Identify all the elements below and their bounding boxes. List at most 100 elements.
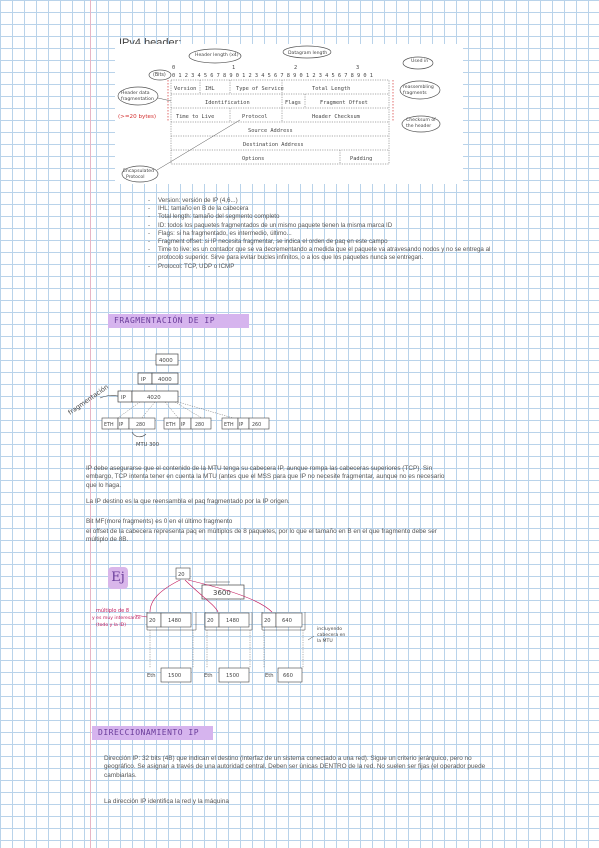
ex-frag2-size: 660 [283, 673, 293, 679]
example-label: Ej [108, 567, 128, 589]
datagram-length-ellipse [282, 45, 332, 59]
note-item: Protocol: TCP, UDP o ICMP [148, 263, 493, 271]
frame2-value-box [248, 417, 270, 430]
ex-frag1-a: 20 [207, 618, 214, 624]
note-item: ID: todos los paquetes fragmentados de u… [148, 222, 493, 230]
header-field-notes: Version: versión de IP (4,6...) IHL: tam… [148, 197, 493, 271]
row0-total-length: Total Length [312, 86, 350, 92]
section-fragmentacion: FRAGMENTACIÓN DE IP [108, 314, 249, 328]
hdr-length-label: Header length (x4) [195, 52, 239, 58]
ex-top-ip: 20 [178, 572, 185, 578]
para-dir-2: La dirección IP identifica la red y la m… [104, 798, 229, 805]
right-note-3: fragments [403, 90, 427, 96]
hdr-length-ellipse [188, 48, 242, 64]
left-label-ellipse [117, 86, 159, 106]
frag-top-value: 4000 [159, 358, 173, 364]
ex-frag0-size: 1500 [168, 673, 181, 679]
right-note-mid-ellipse [399, 80, 441, 100]
frag-top-box [155, 353, 179, 366]
ex-frag1-size-box [218, 667, 250, 683]
ex-left-note-3: (todo y la ID) [96, 622, 126, 628]
mtu-note: MTU 300 [136, 442, 159, 448]
ex-frag0-eth: Eth [147, 673, 156, 679]
left-label-1: Header data [121, 90, 150, 96]
bottom-label-2: Protocol [126, 174, 145, 180]
note-item: Total length: tamaño del segmento comple… [148, 213, 493, 221]
ex-down-lines [149, 630, 304, 668]
right-note-4: Checksum of [406, 117, 436, 123]
right-note-bottom-ellipse [401, 115, 441, 133]
frame1-ip: IP [181, 422, 185, 428]
bit-marker-1: 1 [232, 65, 235, 71]
frame0-ip: IP [119, 422, 123, 428]
note-item: Time to live: es un contador que se va d… [148, 246, 493, 262]
right-note-2: reassembling [403, 84, 434, 90]
frag-split-lines [114, 401, 241, 421]
bit-marker-3: 3 [356, 65, 359, 71]
frag-ip-value: 4000 [158, 377, 172, 383]
right-note-top-1: Used in [411, 58, 428, 64]
frag-side-arrow [99, 395, 119, 399]
row4-destination-address: Destination Address [243, 142, 304, 148]
frame2-value: 260 [252, 422, 261, 428]
mtu-brace [131, 431, 147, 438]
frame0-value: 280 [136, 422, 145, 428]
bottom-label-ellipse [121, 165, 159, 183]
frag-ip-value-box [151, 372, 179, 385]
row2-protocol: Protocol [242, 114, 268, 120]
size-note: (>=20 bytes) [118, 114, 156, 120]
para-frag-2: La IP destino es la que reensambla el pa… [86, 498, 290, 505]
ex-top-ip-box [175, 567, 191, 580]
ex-top-value: 3600 [213, 589, 231, 597]
ex-right-note-3: la MTU [317, 638, 333, 644]
frame1-value-box [190, 417, 212, 430]
row1-flags: Flags [285, 100, 301, 106]
bit-marker-2: 2 [294, 65, 297, 71]
ex-frag1-size: 1500 [226, 673, 239, 679]
right-note-top-ellipse [402, 56, 434, 70]
bits-label: (Bits) [153, 72, 166, 78]
fragmentation-diagram: 4000 IP 4000 IP 4020 fragmentación ETH I… [67, 353, 270, 448]
row5-padding: Padding [350, 156, 372, 162]
frag-mid-value: 4020 [147, 395, 161, 401]
ex-right-note-2: cabecera en [317, 632, 345, 638]
ex-frag2-a: 20 [264, 618, 271, 624]
ipv4-header-diagram: Header length (x4) Datagram length (Bits… [117, 45, 441, 183]
frame1-value: 280 [195, 422, 204, 428]
ex-frag2-eth: Eth [265, 673, 274, 679]
bottom-label-connector [156, 119, 241, 171]
para-frag-3: Bit MF(more fragments) es 0 en el último… [86, 518, 233, 525]
row3-source-address: Source Address [248, 128, 293, 134]
row0-version: Version [174, 86, 196, 92]
frame2-eth: ETH [224, 422, 234, 428]
para-frag-1: IP debe asegurarse que el contenido de l… [86, 465, 445, 489]
note-item: Flags: si ha fragmentado, es intermedio,… [148, 230, 493, 238]
frame2-ip: IP [239, 422, 243, 428]
bit-digits: 0 1 2 3 4 5 6 7 8 9 0 1 2 3 4 5 6 7 8 9 … [172, 73, 373, 79]
note-item: Fragment offset: si IP necesita fragment… [148, 238, 493, 246]
ex-left-note-arrow [134, 614, 148, 618]
para-frag-4: el offset de la cabecera representa paq … [86, 528, 437, 544]
frame0-value-box [128, 417, 156, 430]
left-label-2: fragmentation [121, 96, 154, 102]
row2-header-checksum: Header Checksum [312, 114, 360, 120]
row0-ihl: IHL [205, 86, 215, 92]
ex-frag0-b-box [160, 612, 192, 628]
ex-frag0-a: 20 [149, 618, 156, 624]
ex-frag1-eth: Eth [204, 673, 213, 679]
ex-frag2-b: 640 [282, 618, 292, 624]
note-item: IHL: tamaño en B de la cabecera [148, 205, 493, 213]
ex-frag0-b: 1480 [168, 618, 181, 624]
frag-ip-label: IP [141, 377, 147, 383]
frame0-eth: ETH [104, 422, 114, 428]
right-note-5: the header [406, 123, 431, 129]
row5-options: Options [242, 156, 264, 162]
frag-side-label: fragmentación [67, 383, 111, 417]
left-label-connector [157, 97, 172, 102]
para-dir-1: Dirección IP: 32 bits (4B) que indican e… [104, 755, 486, 779]
frame1-eth: ETH [166, 422, 176, 428]
ex-top-value-box [201, 584, 245, 600]
row0-tos: Type of Service [236, 86, 284, 92]
ex-frag1-b-box [218, 612, 250, 628]
